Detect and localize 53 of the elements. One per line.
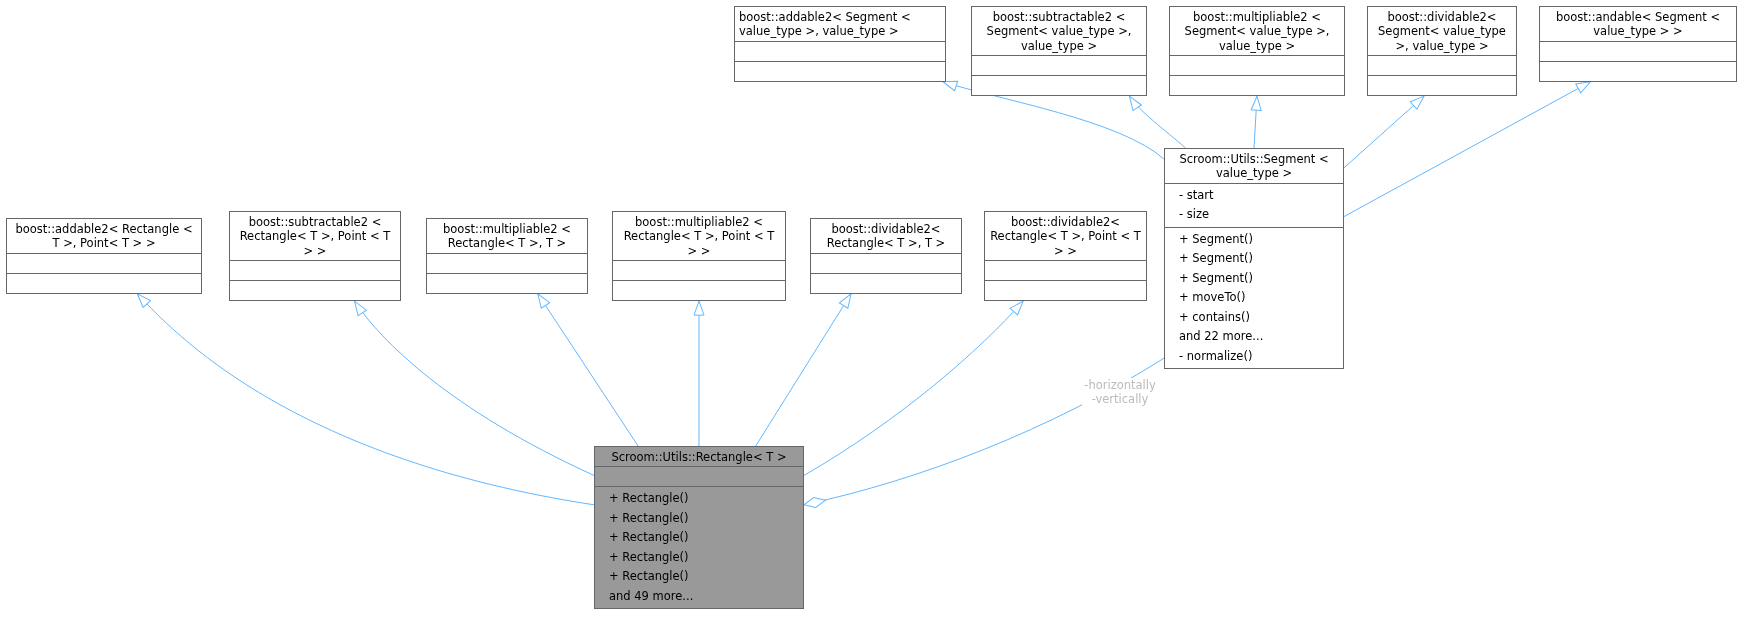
inheritance-arrow [537,293,639,447]
class-name: boost::multipliable2 < Segment< value_type >, value_type > [1183,9,1331,55]
class-box [229,211,401,302]
method-row-text: + Rectangle() [608,529,690,547]
class-name: boost::addable2< Rectangle < T >, Point< T > > [14,221,194,253]
class-name: Scroom::Utils::Segment < value_type > [1178,151,1330,183]
inheritance-arrow [354,300,595,476]
class-name: boost::multipliable2 < Rectangle< T >, T > [442,221,572,253]
class-name: boost::subtractable2 < Rectangle< T >, Point < T > > [238,214,392,260]
inheritance-arrow [1128,95,1187,149]
method-row-text: + moveTo() [1178,289,1247,307]
inheritance-arrow [1343,95,1425,169]
method-row-text: + Rectangle() [608,568,690,586]
class-box [612,211,786,302]
method-row-text: + Rectangle() [608,548,690,566]
class-box [1367,6,1517,97]
inheritance-arrow [1343,81,1591,218]
method-row-text: - normalize() [1178,347,1254,365]
inheritance-arrow [693,300,705,447]
inheritance-arrow [136,293,595,506]
edge-label: -horizontally -vertically [1081,377,1159,407]
class-box [971,6,1147,97]
inheritance-arrow [755,293,852,447]
class-name: boost::dividable2< Rectangle< T >, Point < T > > [989,214,1142,260]
method-row-text: + Segment() [1178,269,1254,287]
inheritance-arrow [1250,95,1262,149]
class-name: boost::multipliable2 < Rectangle< T >, Point < T > > [622,214,776,260]
class-box [1539,6,1737,82]
method-row-text: + Rectangle() [608,490,690,508]
class-box [426,218,588,294]
method-row-text: + Segment() [1178,250,1254,268]
method-row-text: + Segment() [1178,230,1254,248]
class-box [810,218,962,294]
class-name: boost::andable< Segment < value_type > > [1554,9,1722,41]
class-name: Scroom::Utils::Rectangle< T > [610,449,788,466]
method-row-text: and 49 more... [608,587,695,605]
class-box [984,211,1147,302]
class-box [1164,148,1344,370]
class-box [6,218,202,294]
method-row-text: and 22 more... [1178,328,1265,346]
attribute-row-text: - start [1178,186,1215,204]
class-name: boost::dividable2< Rectangle< T >, T > [825,221,947,253]
inheritance-arrow [942,80,1165,160]
class-name: boost::dividable2< Segment< value_type >, value_type > [1377,9,1507,55]
class-name: boost::subtractable2 < Segment< value_type >, value_type > [985,9,1133,55]
class-box [594,446,804,610]
inheritance-arrow [803,300,1024,476]
class-box [1169,6,1345,97]
attribute-row-text: - size [1178,206,1211,224]
method-row-text: + Rectangle() [608,509,690,527]
method-row-text: + contains() [1178,308,1251,326]
class-box [734,6,946,82]
class-name: boost::addable2< Segment < value_type >, value_type > [738,9,912,41]
